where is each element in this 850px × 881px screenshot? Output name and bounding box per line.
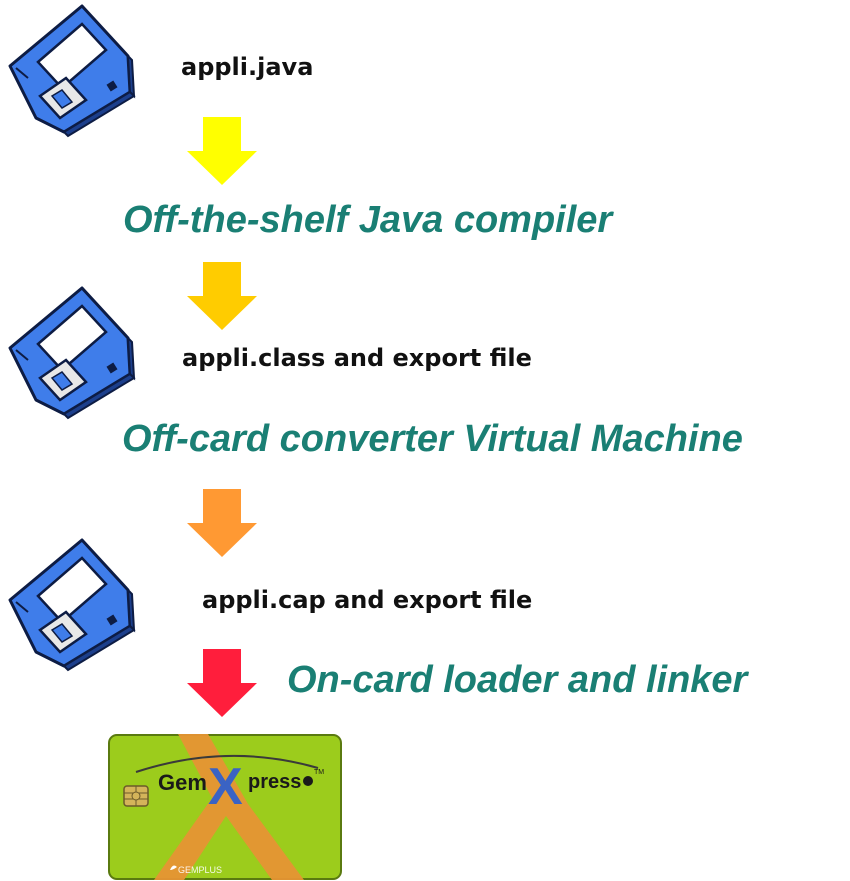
file-name: appli.cap [202, 586, 326, 614]
down-arrow-icon [187, 262, 257, 332]
down-arrow-icon [187, 117, 257, 187]
floppy-disk-icon [8, 538, 138, 674]
down-arrow-icon [187, 489, 257, 559]
card-trademark: TM [314, 769, 324, 776]
file-label-cap: appli.cap and export file [202, 586, 532, 614]
card-maker: GEMPLUS [178, 865, 222, 875]
compiler-label: Off-the-shelf Java compiler [123, 199, 613, 241]
card-brand-x: X [208, 758, 243, 816]
file-name: appli.java [181, 53, 314, 81]
chip-icon [123, 785, 149, 807]
loader-linker-label: On-card loader and linker [287, 659, 748, 701]
file-label-java: appli.java [181, 53, 313, 81]
file-name: appli.class [182, 344, 326, 372]
down-arrow-icon [187, 649, 257, 719]
floppy-disk-icon [8, 4, 138, 140]
card-brand-right: press [248, 771, 301, 793]
file-suffix: and export file [325, 586, 533, 614]
file-label-class: appli.class and export file [182, 344, 532, 372]
card-brand-left: Gem [158, 770, 207, 795]
converter-label: Off-card converter Virtual Machine [122, 418, 743, 460]
gemxpress-smart-card-icon: X Gem press TM GEMPLUS [108, 734, 342, 880]
file-suffix: and export file [325, 344, 532, 372]
floppy-disk-icon [8, 286, 138, 422]
